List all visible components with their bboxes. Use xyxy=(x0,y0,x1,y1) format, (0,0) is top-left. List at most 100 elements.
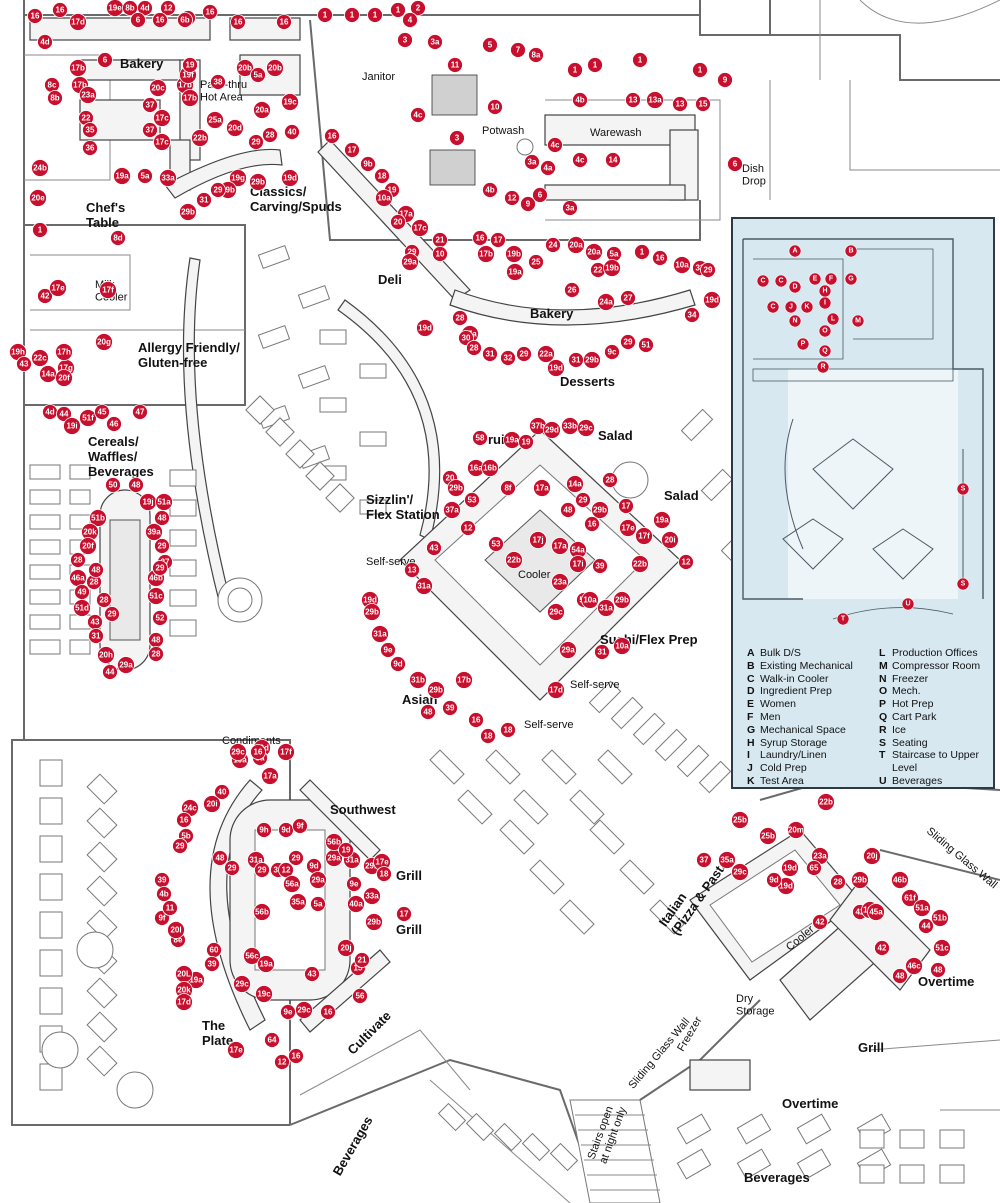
label-overtime-1: Overtime xyxy=(918,974,974,989)
svg-text:9d: 9d xyxy=(769,876,778,885)
equipment-tag: 2 xyxy=(410,0,426,16)
svg-text:9e: 9e xyxy=(350,880,359,889)
italian-servery xyxy=(689,829,931,1091)
svg-text:22b: 22b xyxy=(633,560,647,569)
svg-text:10: 10 xyxy=(436,250,445,259)
svg-text:5a: 5a xyxy=(141,172,150,181)
svg-text:29a: 29a xyxy=(311,876,325,885)
svg-text:17a: 17a xyxy=(535,484,549,493)
equipment-tag: 20a xyxy=(585,243,603,261)
label-self-serve-2: Self-serve xyxy=(570,679,620,691)
svg-text:20b: 20b xyxy=(268,64,282,73)
svg-text:21: 21 xyxy=(436,236,445,245)
svg-text:L: L xyxy=(831,316,836,323)
equipment-tag: 17 xyxy=(618,498,634,514)
svg-text:51: 51 xyxy=(642,341,651,350)
svg-text:10a: 10a xyxy=(377,194,391,203)
dining-table xyxy=(736,1113,772,1145)
equipment-tag: 37 xyxy=(696,852,712,868)
equipment-tag: 22a xyxy=(537,345,555,363)
svg-text:19: 19 xyxy=(522,438,531,447)
equipment-tag: 28 xyxy=(602,472,618,488)
svg-text:51b: 51b xyxy=(933,914,947,923)
svg-text:19i: 19i xyxy=(66,422,77,431)
svg-text:28: 28 xyxy=(100,596,109,605)
equipment-tag: 23a xyxy=(79,86,97,104)
svg-text:29b: 29b xyxy=(367,918,381,927)
svg-text:1: 1 xyxy=(698,66,703,75)
equipment-tag: 17f xyxy=(635,527,653,545)
svg-text:28: 28 xyxy=(90,578,99,587)
dining-table xyxy=(69,489,91,505)
equipment-tag: 60 xyxy=(206,942,222,958)
svg-text:28: 28 xyxy=(606,476,615,485)
svg-text:17e: 17e xyxy=(229,1046,243,1055)
equipment-tag: 17a xyxy=(551,537,569,555)
svg-text:Q: Q xyxy=(822,348,828,355)
svg-text:P: P xyxy=(801,341,806,348)
dining-table xyxy=(676,1113,712,1145)
label-bakery-top: Bakery xyxy=(120,56,164,71)
dining-table xyxy=(359,363,387,379)
svg-text:19a: 19a xyxy=(655,516,669,525)
svg-text:35a: 35a xyxy=(291,898,305,907)
stairs xyxy=(569,1099,661,1203)
legend-text: Hot Prep xyxy=(892,698,934,711)
svg-text:21: 21 xyxy=(358,956,367,965)
dining-table xyxy=(29,614,61,630)
svg-text:C: C xyxy=(778,278,783,285)
legend-text: Mech. xyxy=(892,685,921,698)
svg-text:29: 29 xyxy=(520,350,529,359)
svg-text:17a: 17a xyxy=(399,210,413,219)
svg-text:31b: 31b xyxy=(411,676,425,685)
svg-text:45: 45 xyxy=(98,408,107,417)
dining-table xyxy=(169,529,197,547)
label-janitor: Janitor xyxy=(362,71,395,83)
equipment-tag: 17 xyxy=(490,232,506,248)
equipment-tag: 48 xyxy=(420,704,436,720)
svg-text:16: 16 xyxy=(180,816,189,825)
svg-text:37a: 37a xyxy=(445,506,459,515)
equipment-tag: 20l xyxy=(167,921,185,939)
round-table xyxy=(116,1071,154,1109)
dining-table xyxy=(499,819,535,855)
svg-text:17: 17 xyxy=(622,502,631,511)
svg-text:4b: 4b xyxy=(159,890,168,899)
equipment-tag: 50 xyxy=(105,477,121,493)
equipment-tag: 17b xyxy=(69,59,87,77)
svg-text:12: 12 xyxy=(282,866,291,875)
svg-text:28: 28 xyxy=(456,314,465,323)
equipment-tag: 5 xyxy=(482,37,498,53)
svg-text:E: E xyxy=(813,276,818,283)
equipment-tag: 24a xyxy=(597,293,615,311)
equipment-tag: 25 xyxy=(528,254,544,270)
equipment-tag: 7 xyxy=(510,42,526,58)
dining-table xyxy=(257,324,291,350)
equipment-tag: 53 xyxy=(464,492,480,508)
equipment-tag: 33b xyxy=(561,417,579,435)
equipment-tag: 14 xyxy=(605,152,621,168)
svg-text:48: 48 xyxy=(216,854,225,863)
svg-text:20g: 20g xyxy=(97,338,111,347)
equipment-tag: 6 xyxy=(97,52,113,68)
dining-table xyxy=(245,395,275,425)
svg-text:A: A xyxy=(792,248,797,255)
equipment-tag: 20b xyxy=(236,59,254,77)
svg-text:J: J xyxy=(789,304,793,311)
label-sliding-glass-2: Sliding Glass Wall xyxy=(626,1016,692,1091)
svg-text:17c: 17c xyxy=(155,114,169,123)
equipment-tag: 37a xyxy=(443,501,461,519)
equipment-tag: 46c xyxy=(905,957,923,975)
svg-text:16: 16 xyxy=(234,18,243,27)
equipment-tag: 17c xyxy=(411,219,429,237)
equipment-tag: 53 xyxy=(488,536,504,552)
svg-text:20f: 20f xyxy=(58,374,70,383)
svg-text:23a: 23a xyxy=(813,852,827,861)
equipment-tag: 1 xyxy=(692,62,708,78)
equipment-tag: 29 xyxy=(575,492,591,508)
equipment-tag: 51 xyxy=(638,337,654,353)
svg-text:9f: 9f xyxy=(158,914,165,923)
